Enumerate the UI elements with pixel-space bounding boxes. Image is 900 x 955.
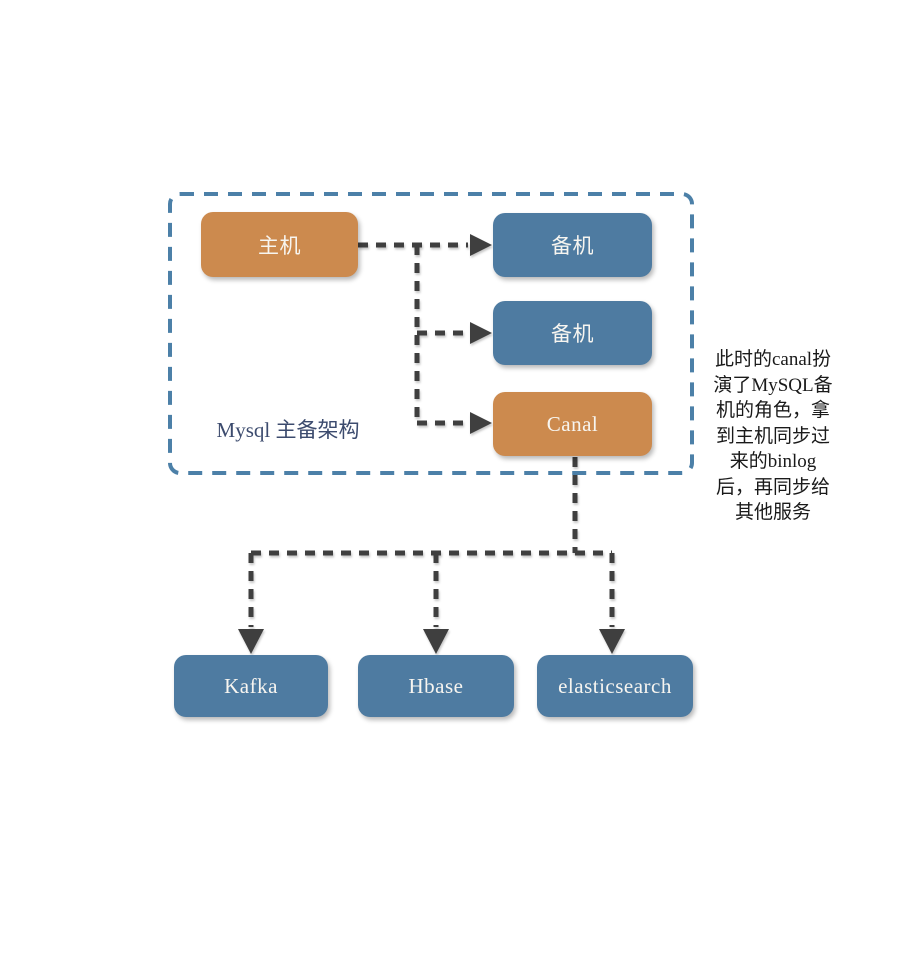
- node-elasticsearch: elasticsearch: [537, 655, 693, 717]
- annotation-line: 后，再同步给: [715, 476, 830, 498]
- node-canal: Canal: [493, 392, 652, 456]
- node-master-label: 主机: [258, 233, 301, 258]
- node-backup-2: 备机: [493, 301, 652, 365]
- node-master: 主机: [201, 212, 358, 277]
- canal-annotation: 此时的canal扮 演了MySQL备 机的角色，拿 到主机同步过 来的binlo…: [696, 347, 850, 526]
- node-kafka: Kafka: [174, 655, 328, 717]
- node-canal-label: Canal: [546, 411, 599, 436]
- annotation-line: 来的binlog: [729, 451, 817, 472]
- annotation-line: 机的角色，拿: [715, 400, 830, 421]
- annotation-line: 其他服务: [734, 502, 811, 523]
- node-backup-1: 备机: [493, 213, 652, 277]
- node-hbase-label: Hbase: [408, 673, 464, 698]
- arrowhead-hbase-icon: [423, 629, 449, 654]
- arrowhead-backup2-icon: [470, 322, 492, 344]
- node-kafka-label: Kafka: [224, 673, 278, 698]
- node-backup-1-label: 备机: [551, 234, 594, 258]
- node-backup-2-label: 备机: [551, 322, 594, 346]
- mysql-group-border: [168, 192, 694, 475]
- arrowhead-canal-icon: [470, 412, 492, 434]
- node-hbase: Hbase: [358, 655, 514, 717]
- annotation-line: 此时的canal扮: [714, 349, 832, 370]
- arrowhead-backup1-icon: [470, 234, 492, 256]
- mysql-group-label: Mysql 主备架构: [216, 418, 360, 442]
- annotation-line: 到主机同步过: [715, 425, 830, 447]
- arrowhead-elasticsearch-icon: [599, 629, 625, 654]
- node-elasticsearch-label: elasticsearch: [558, 673, 672, 698]
- annotation-line: 演了MySQL备: [713, 374, 833, 396]
- arrowhead-kafka-icon: [238, 629, 264, 654]
